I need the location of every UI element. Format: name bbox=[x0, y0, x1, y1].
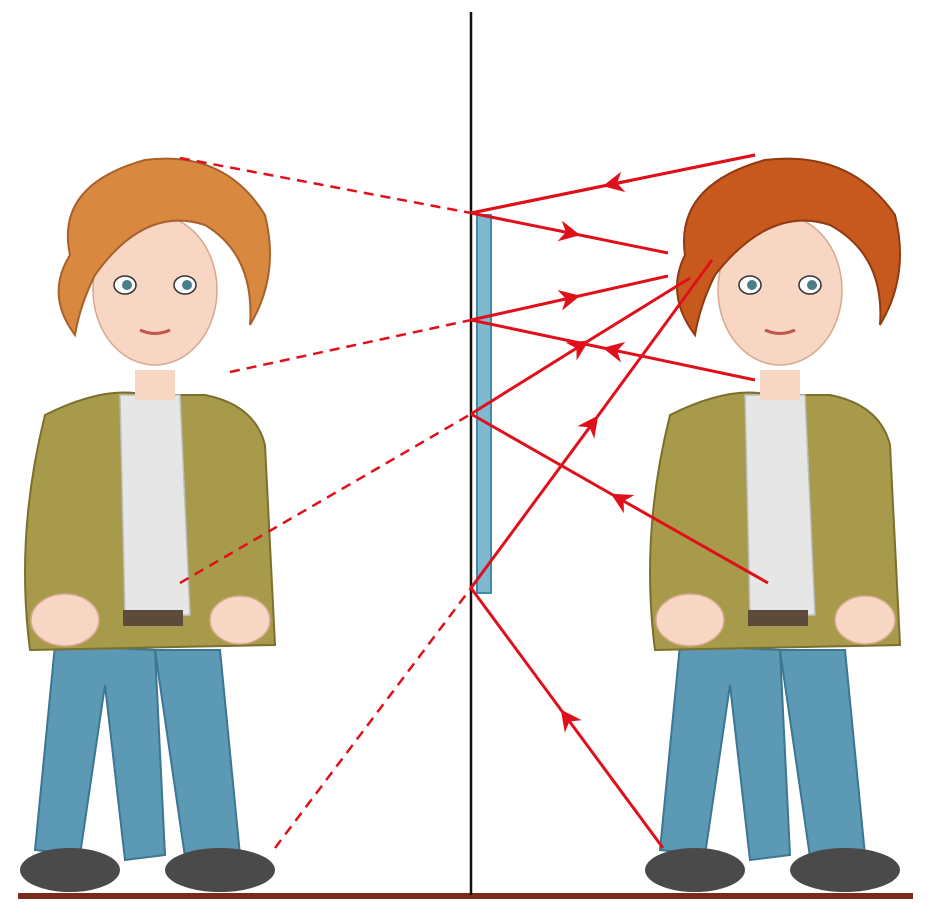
real-person bbox=[645, 159, 900, 892]
floor-line bbox=[18, 893, 913, 899]
mirror-image-person bbox=[20, 159, 275, 892]
ray-shoulder-reflected bbox=[471, 276, 668, 320]
virtual-ray-shoe bbox=[275, 588, 471, 848]
ray-shoe-incident bbox=[471, 588, 663, 848]
ray-waist-reflected bbox=[471, 278, 690, 414]
ray-shoulder-incident bbox=[471, 320, 755, 380]
ray-hair-reflected bbox=[471, 213, 668, 253]
virtual-ray-shoulder bbox=[230, 320, 471, 372]
